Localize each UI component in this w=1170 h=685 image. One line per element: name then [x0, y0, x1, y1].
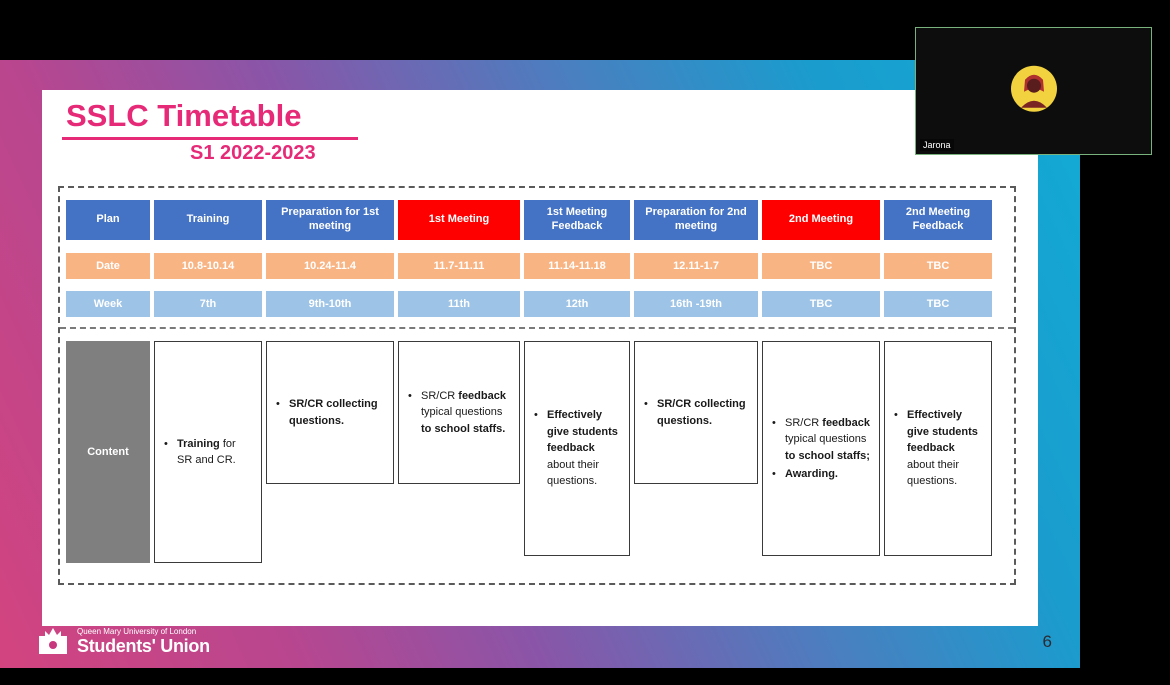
week-cell: TBC	[884, 291, 992, 317]
org-name-large: Students' Union	[77, 635, 210, 656]
content-box-1st-meeting: •SR/CR feedback typical questions to sch…	[398, 341, 520, 484]
week-cell: 12th	[524, 291, 630, 317]
header-cell-prep-2nd: Preparation for 2nd meeting	[634, 200, 758, 240]
content-label-cell: Content	[66, 341, 150, 563]
content-box-2nd-feedback: •Effectively give students feedback abou…	[884, 341, 992, 556]
content-box-2nd-meeting: •SR/CR feedback typical questions to sch…	[762, 341, 880, 556]
date-cell: 10.24-11.4	[266, 253, 394, 279]
dashed-divider	[60, 327, 1014, 329]
date-cell: TBC	[762, 253, 880, 279]
date-cell: 11.7-11.11	[398, 253, 520, 279]
title-block: SSLC Timetable S1 2022-2023	[62, 98, 358, 165]
content-box-training: •Training for SR and CR.	[154, 341, 262, 563]
screen-share-area: SSLC Timetable S1 2022-2023 Plan Trainin…	[0, 60, 1080, 668]
week-label-cell: Week	[66, 291, 150, 317]
week-cell: 9th-10th	[266, 291, 394, 317]
logo-text: Queen Mary University of London Students…	[77, 626, 210, 657]
date-label-cell: Date	[66, 253, 150, 279]
week-cell: 16th -19th	[634, 291, 758, 317]
header-cell-prep-1st: Preparation for 1st meeting	[266, 200, 394, 240]
header-cell-2nd-meeting: 2nd Meeting	[762, 200, 880, 240]
date-cell: 10.8-10.14	[154, 253, 262, 279]
org-name-small: Queen Mary University of London	[77, 626, 197, 636]
students-union-logo: Queen Mary University of London Students…	[36, 626, 210, 658]
slide-title: SSLC Timetable	[66, 98, 302, 133]
students-union-logo-icon	[39, 628, 67, 654]
content-box-prep-2nd: •SR/CR collecting questions.	[634, 341, 758, 484]
bullet-item: •SR/CR collecting questions.	[276, 398, 378, 427]
bullet-item: •Effectively give students feedback abou…	[534, 409, 618, 488]
bullet-item: •SR/CR feedback typical questions to sch…	[408, 389, 506, 435]
week-cell: 11th	[398, 291, 520, 317]
week-cell: 7th	[154, 291, 262, 317]
week-cell: TBC	[762, 291, 880, 317]
webcam-tile[interactable]: Jarona	[915, 27, 1152, 155]
content-box-1st-feedback: •Effectively give students feedback abou…	[524, 341, 630, 556]
bullet-item: •SR/CR collecting questions.	[644, 398, 746, 427]
sslc-timetable: Plan Training Preparation for 1st meetin…	[58, 186, 1016, 585]
header-cell-1st-feedback: 1st Meeting Feedback	[524, 200, 630, 240]
bullet-item: •Effectively give students feedback abou…	[894, 409, 978, 488]
header-cell-training: Training	[154, 200, 262, 240]
header-cell-plan: Plan	[66, 200, 150, 240]
date-row: Date 10.8-10.14 10.24-11.4 11.7-11.11 11…	[66, 253, 1008, 279]
avatar-figure-icon	[1020, 74, 1047, 108]
page-number: 6	[1042, 632, 1052, 651]
date-cell: 11.14-11.18	[524, 253, 630, 279]
bullet-item: •Training for SR and CR.	[164, 437, 236, 467]
slide: SSLC Timetable S1 2022-2023 Plan Trainin…	[42, 90, 1038, 626]
slide-subtitle: S1 2022-2023	[190, 142, 316, 164]
bullet-item: •Awarding.	[772, 468, 838, 480]
webcam-name-label: Jarona	[920, 139, 954, 151]
content-row: Content •Training for SR and CR. •SR/CR …	[66, 341, 1008, 563]
date-cell: 12.11-1.7	[634, 253, 758, 279]
avatar	[1010, 65, 1057, 112]
plan-header-row: Plan Training Preparation for 1st meetin…	[66, 200, 1008, 240]
header-cell-1st-meeting: 1st Meeting	[398, 200, 520, 240]
date-cell: TBC	[884, 253, 992, 279]
week-row: Week 7th 9th-10th 11th 12th 16th -19th T…	[66, 291, 1008, 317]
bullet-item: •SR/CR feedback typical questions to sch…	[772, 416, 870, 462]
header-cell-2nd-feedback: 2nd Meeting Feedback	[884, 200, 992, 240]
content-box-prep-1st: •SR/CR collecting questions.	[266, 341, 394, 484]
title-underline	[62, 137, 358, 140]
